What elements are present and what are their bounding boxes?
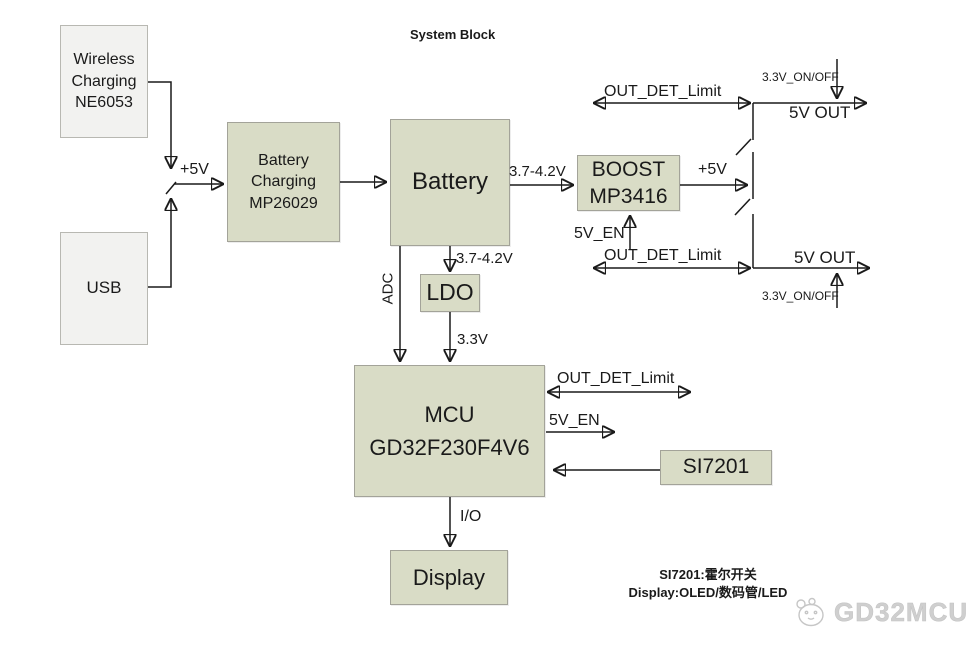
block-battery-charging: Battery Charging MP26029 [227,122,340,242]
block-si7201: SI7201 [660,450,772,485]
label-onoff-top: 3.3V_ON/OFF [762,70,839,84]
label-adc: ADC [379,272,397,305]
block-label: MP3416 [589,185,668,208]
block-label: USB [86,278,122,298]
label-ldo-output: 3.3V [457,331,488,348]
block-label: LDO [426,279,474,306]
label-out-det-bottom: OUT_DET_Limit [604,247,722,264]
block-wireless-charging: Wireless Charging NE6053 [60,25,148,138]
switch-blade-bottom [734,198,751,216]
block-label: GD32F230F4V6 [369,435,530,460]
block-label: MCU [424,402,475,427]
label-plus5v-input: +5V [180,161,209,178]
label-boost-output: +5V [698,161,727,178]
footnote-display: Display:OLED/数码管/LED [628,584,788,600]
footnotes: SI7201:霍尔开关 Display:OLED/数码管/LED [612,566,804,601]
block-label: MP26029 [249,194,318,212]
block-mcu: MCU GD32F230F4V6 [354,365,545,497]
block-ldo: LDO [420,274,480,312]
label-mcu-5v-en: 5V_EN [549,412,600,429]
block-label: Display [412,564,486,590]
label-boost-enable: 5V_EN [574,225,625,242]
block-label: Charging [251,173,316,191]
block-usb: USB [60,232,148,345]
switch-blade-top [735,138,752,156]
block-display: Display [390,550,508,605]
gd32-mascot-icon [796,597,824,627]
block-label: SI7201 [682,455,750,479]
label-5v-out-top: 5V OUT [789,103,851,122]
wire-usb-to-switch [148,200,171,288]
label-out-det-mcu: OUT_DET_Limit [557,370,675,387]
block-label: Charging [71,72,137,90]
block-battery: Battery [390,119,510,246]
block-label: Battery [258,151,309,169]
block-label: Battery [411,168,489,196]
label-out-det-top: OUT_DET_Limit [604,83,722,100]
block-boost: BOOST MP3416 [577,155,680,211]
label-5v-out-bottom: 5V OUT [794,248,856,267]
diagram-title: System Block [410,27,496,42]
gd32mcu-watermark: GD32MCU [790,595,968,629]
wire-wireless-to-switch [148,81,171,167]
label-battery-voltage: 3.7-4.2V [509,163,566,180]
label-onoff-bottom: 3.3V_ON/OFF [762,289,839,303]
label-battery-to-ldo: 3.7-4.2V [456,250,513,267]
label-io: I/O [460,508,482,525]
block-label: Wireless [73,51,135,69]
block-label: NE6053 [75,94,133,112]
footnote-si7201: SI7201:霍尔开关 [659,567,757,582]
block-label: BOOST [591,157,666,181]
watermark-text: GD32MCU [834,596,969,627]
